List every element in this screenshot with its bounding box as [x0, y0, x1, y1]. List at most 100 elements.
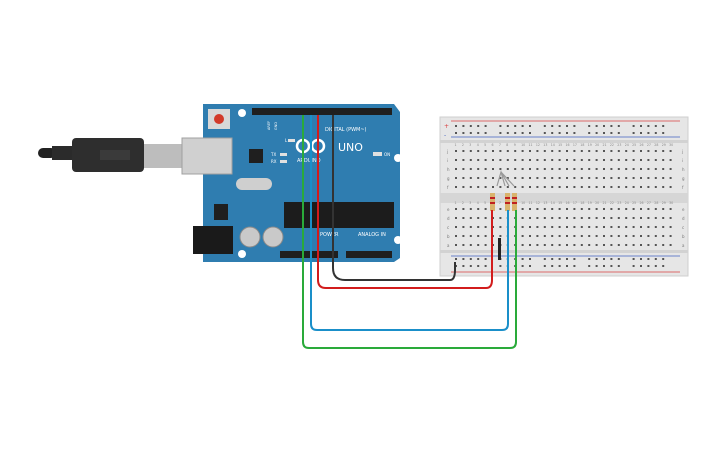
terminal-hole[interactable]	[662, 159, 665, 161]
terminal-hole[interactable]	[647, 177, 650, 179]
terminal-hole[interactable]	[499, 177, 502, 179]
rail-hole[interactable]	[551, 258, 554, 260]
terminal-hole[interactable]	[647, 150, 650, 152]
terminal-hole[interactable]	[462, 159, 465, 161]
terminal-hole[interactable]	[529, 168, 531, 170]
terminal-hole[interactable]	[499, 208, 502, 210]
terminal-hole[interactable]	[580, 186, 583, 188]
rail-hole[interactable]	[640, 132, 642, 134]
terminal-hole[interactable]	[610, 150, 613, 152]
rail-hole[interactable]	[477, 265, 480, 267]
terminal-hole[interactable]	[617, 235, 620, 237]
rail-hole[interactable]	[662, 265, 665, 267]
terminal-hole[interactable]	[499, 168, 502, 170]
rail-hole[interactable]	[573, 125, 576, 127]
terminal-hole[interactable]	[617, 159, 620, 161]
terminal-hole[interactable]	[492, 177, 494, 179]
terminal-hole[interactable]	[558, 217, 561, 219]
terminal-hole[interactable]	[469, 159, 472, 161]
terminal-hole[interactable]	[566, 150, 568, 152]
rail-hole[interactable]	[455, 132, 457, 134]
terminal-hole[interactable]	[632, 186, 635, 188]
reset-button-cap[interactable]	[214, 114, 224, 124]
rail-hole[interactable]	[654, 132, 657, 134]
terminal-hole[interactable]	[484, 208, 487, 210]
terminal-hole[interactable]	[647, 226, 650, 228]
rail-hole[interactable]	[573, 132, 576, 134]
rail-hole[interactable]	[588, 125, 591, 127]
terminal-hole[interactable]	[455, 217, 457, 219]
terminal-hole[interactable]	[566, 226, 568, 228]
terminal-hole[interactable]	[640, 226, 642, 228]
terminal-hole[interactable]	[543, 244, 546, 246]
terminal-hole[interactable]	[529, 177, 531, 179]
rail-hole[interactable]	[477, 125, 480, 127]
rail-hole[interactable]	[610, 265, 613, 267]
rail-hole[interactable]	[551, 265, 554, 267]
rail-hole[interactable]	[617, 258, 620, 260]
terminal-hole[interactable]	[477, 177, 480, 179]
terminal-hole[interactable]	[603, 244, 605, 246]
terminal-hole[interactable]	[492, 159, 494, 161]
terminal-hole[interactable]	[529, 244, 531, 246]
rail-hole[interactable]	[647, 125, 650, 127]
terminal-hole[interactable]	[566, 244, 568, 246]
terminal-hole[interactable]	[662, 244, 665, 246]
terminal-hole[interactable]	[536, 244, 539, 246]
terminal-hole[interactable]	[492, 186, 494, 188]
terminal-hole[interactable]	[595, 226, 598, 228]
terminal-hole[interactable]	[669, 150, 672, 152]
terminal-hole[interactable]	[610, 177, 613, 179]
rail-hole[interactable]	[595, 265, 598, 267]
rail-hole[interactable]	[595, 258, 598, 260]
terminal-hole[interactable]	[610, 186, 613, 188]
terminal-hole[interactable]	[536, 208, 539, 210]
rail-hole[interactable]	[647, 265, 650, 267]
terminal-hole[interactable]	[647, 159, 650, 161]
rail-hole[interactable]	[558, 258, 561, 260]
rail-hole[interactable]	[521, 125, 524, 127]
terminal-hole[interactable]	[625, 217, 628, 219]
terminal-hole[interactable]	[543, 159, 546, 161]
terminal-hole[interactable]	[647, 235, 650, 237]
terminal-hole[interactable]	[647, 186, 650, 188]
terminal-hole[interactable]	[499, 226, 502, 228]
terminal-hole[interactable]	[484, 159, 487, 161]
terminal-hole[interactable]	[603, 177, 605, 179]
terminal-hole[interactable]	[536, 177, 539, 179]
terminal-hole[interactable]	[484, 226, 487, 228]
terminal-hole[interactable]	[566, 186, 568, 188]
terminal-hole[interactable]	[588, 208, 591, 210]
rail-hole[interactable]	[632, 132, 635, 134]
terminal-hole[interactable]	[529, 226, 531, 228]
terminal-hole[interactable]	[521, 159, 524, 161]
terminal-hole[interactable]	[558, 177, 561, 179]
terminal-hole[interactable]	[462, 168, 465, 170]
terminal-hole[interactable]	[610, 217, 613, 219]
terminal-hole[interactable]	[610, 235, 613, 237]
rail-hole[interactable]	[640, 125, 642, 127]
rail-hole[interactable]	[499, 125, 502, 127]
rail-hole[interactable]	[543, 265, 546, 267]
terminal-hole[interactable]	[477, 168, 480, 170]
terminal-hole[interactable]	[536, 235, 539, 237]
terminal-hole[interactable]	[625, 150, 628, 152]
terminal-hole[interactable]	[640, 208, 642, 210]
terminal-hole[interactable]	[558, 235, 561, 237]
terminal-hole[interactable]	[662, 217, 665, 219]
terminal-hole[interactable]	[632, 208, 635, 210]
terminal-hole[interactable]	[529, 217, 531, 219]
terminal-hole[interactable]	[647, 208, 650, 210]
terminal-hole[interactable]	[566, 217, 568, 219]
terminal-hole[interactable]	[647, 168, 650, 170]
terminal-hole[interactable]	[536, 150, 539, 152]
rail-hole[interactable]	[588, 265, 591, 267]
terminal-hole[interactable]	[462, 186, 465, 188]
terminal-hole[interactable]	[514, 177, 517, 179]
rail-hole[interactable]	[506, 132, 509, 134]
terminal-hole[interactable]	[551, 235, 554, 237]
terminal-hole[interactable]	[462, 150, 465, 152]
terminal-hole[interactable]	[499, 235, 502, 237]
terminal-hole[interactable]	[588, 244, 591, 246]
rail-hole[interactable]	[543, 258, 546, 260]
